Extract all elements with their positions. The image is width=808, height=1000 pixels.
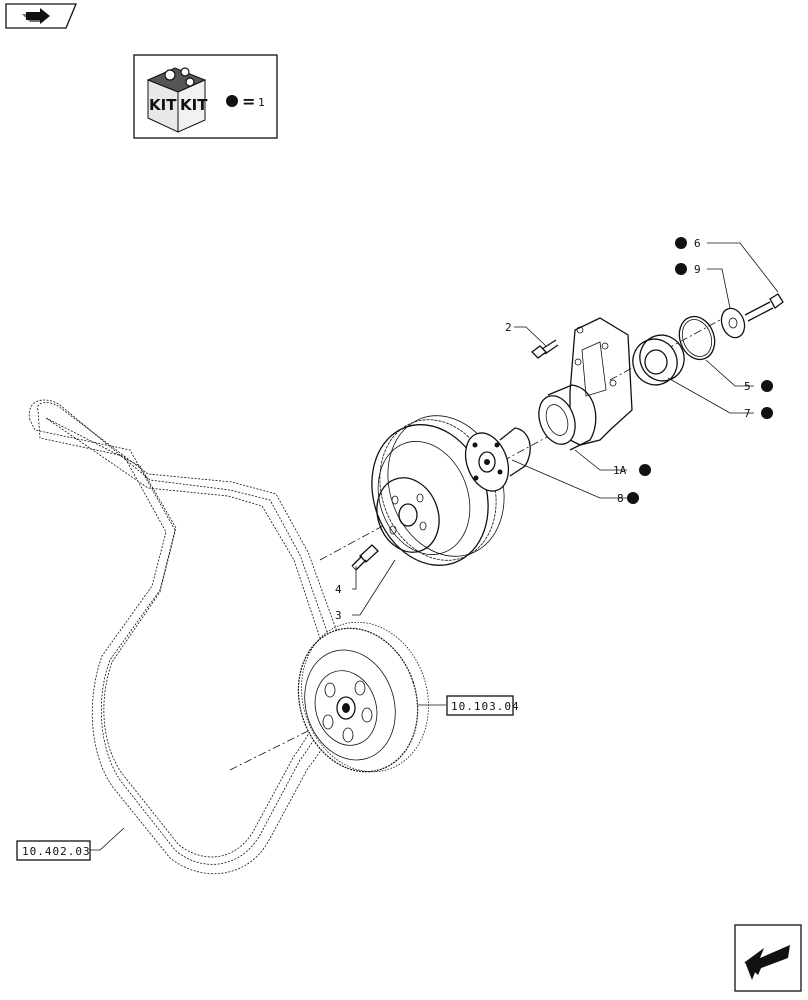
kit-bullet-icon xyxy=(761,407,773,419)
callout-9: 9 xyxy=(694,263,701,276)
next-page-arrow-icon[interactable] xyxy=(734,924,802,992)
kit-word-left: KIT xyxy=(149,96,177,114)
kit-bullet-icon xyxy=(675,263,687,275)
bracket-1a xyxy=(538,317,633,451)
kit-box-icon: KIT KIT xyxy=(146,67,208,133)
callout-7: 7 xyxy=(744,407,751,420)
ref-belt-label: 10.402.03 xyxy=(22,845,91,858)
callout-5: 5 xyxy=(744,380,751,393)
kit-bullet-icon xyxy=(761,380,773,392)
callout-1a: 1A xyxy=(613,464,627,477)
book-arrow-icon[interactable] xyxy=(5,3,77,29)
ref-box-belt[interactable]: 10.402.03 xyxy=(16,840,91,861)
hub-8 xyxy=(464,427,531,492)
equals-sign: = xyxy=(242,92,255,111)
kit-word-right: KIT xyxy=(180,96,208,114)
bolt-6 xyxy=(744,293,784,322)
callout-6: 6 xyxy=(694,237,701,250)
leader-lines xyxy=(90,242,779,851)
kit-bullet-icon xyxy=(675,237,687,249)
kit-number: 1 xyxy=(258,96,265,109)
drive-belt xyxy=(28,399,347,875)
damper-pulley xyxy=(297,621,429,773)
kit-bullet-icon xyxy=(639,464,651,476)
bearing-7 xyxy=(632,334,685,386)
washer-9 xyxy=(720,307,746,339)
snap-ring-5 xyxy=(678,315,716,361)
bolt-4 xyxy=(351,544,379,571)
kit-bullet-icon xyxy=(226,95,238,107)
kit-legend: KIT KIT = 1 xyxy=(133,54,278,139)
callout-2: 2 xyxy=(505,321,512,334)
callout-3: 3 xyxy=(335,609,342,622)
ref-damper-label: 10.103.04 xyxy=(451,700,520,713)
ref-box-damper[interactable]: 10.103.04 xyxy=(446,695,520,716)
callout-8: 8 xyxy=(617,492,624,505)
bolt-2 xyxy=(531,339,559,359)
kit-bullet-icon xyxy=(627,492,639,504)
callout-4: 4 xyxy=(335,583,342,596)
callouts: 2 6 9 5 7 1A 8 4 3 xyxy=(335,237,773,622)
